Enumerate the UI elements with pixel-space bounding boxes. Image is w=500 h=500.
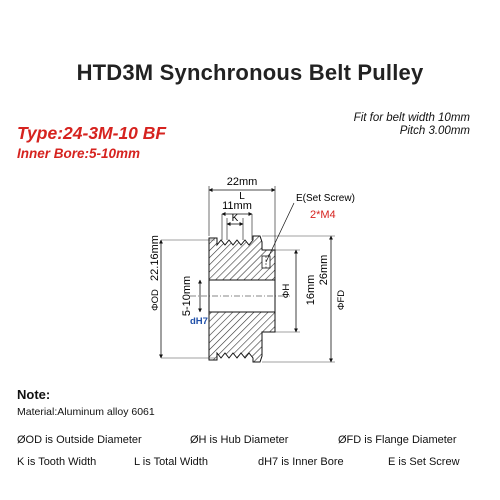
legend-h: ØH is Hub Diameter [190, 434, 289, 446]
set-screw-value: 2*M4 [310, 209, 336, 221]
fit-belt-width: Fit for belt width 10mm [353, 112, 470, 124]
outside-diameter-value: 22.16mm [149, 235, 161, 281]
tooth-width-symbol: K [232, 213, 239, 224]
type-label: Type:24-3M-10 BF [17, 123, 167, 143]
fit-info: Fit for belt width 10mm Pitch 3.00mm [354, 112, 470, 138]
legend-e: E is Set Screw [388, 456, 460, 468]
pulley-section-top [208, 235, 276, 281]
page-title: HTD3M Synchronous Belt Pulley [76, 60, 424, 85]
inner-bore-label: Inner Bore:5-10mm [17, 146, 141, 161]
flange-diameter-value: 26mm [318, 255, 330, 286]
fit-pitch: Pitch 3.00mm [399, 125, 470, 137]
hub-length-value: 11mm [222, 200, 252, 212]
legend-od: ØOD is Outside Diameter [17, 434, 142, 446]
bore-symbol: dH7 [190, 316, 208, 327]
total-length-value: 22mm [227, 176, 258, 188]
bore-range-value: 5-10mm [181, 276, 193, 316]
hub-diameter-value: 16mm [305, 275, 317, 306]
legend-fd: ØFD is Flange Diameter [338, 434, 457, 446]
flange-diameter-symbol: ΦFD [336, 290, 347, 310]
set-screw-label: E(Set Screw) [296, 193, 355, 204]
note-title: Note: [17, 387, 51, 402]
total-length-symbol: L [239, 191, 245, 202]
material-text: Material:Aluminum alloy 6061 [17, 406, 155, 418]
hub-diameter-symbol: ΦH [281, 284, 292, 299]
legend-dh7: dH7 is Inner Bore [258, 456, 344, 468]
pulley-section-bottom [208, 311, 276, 363]
legend-k: K is Tooth Width [17, 456, 97, 468]
outside-diameter-symbol: ΦOD [150, 289, 161, 311]
legend-l: L is Total Width [134, 456, 208, 468]
